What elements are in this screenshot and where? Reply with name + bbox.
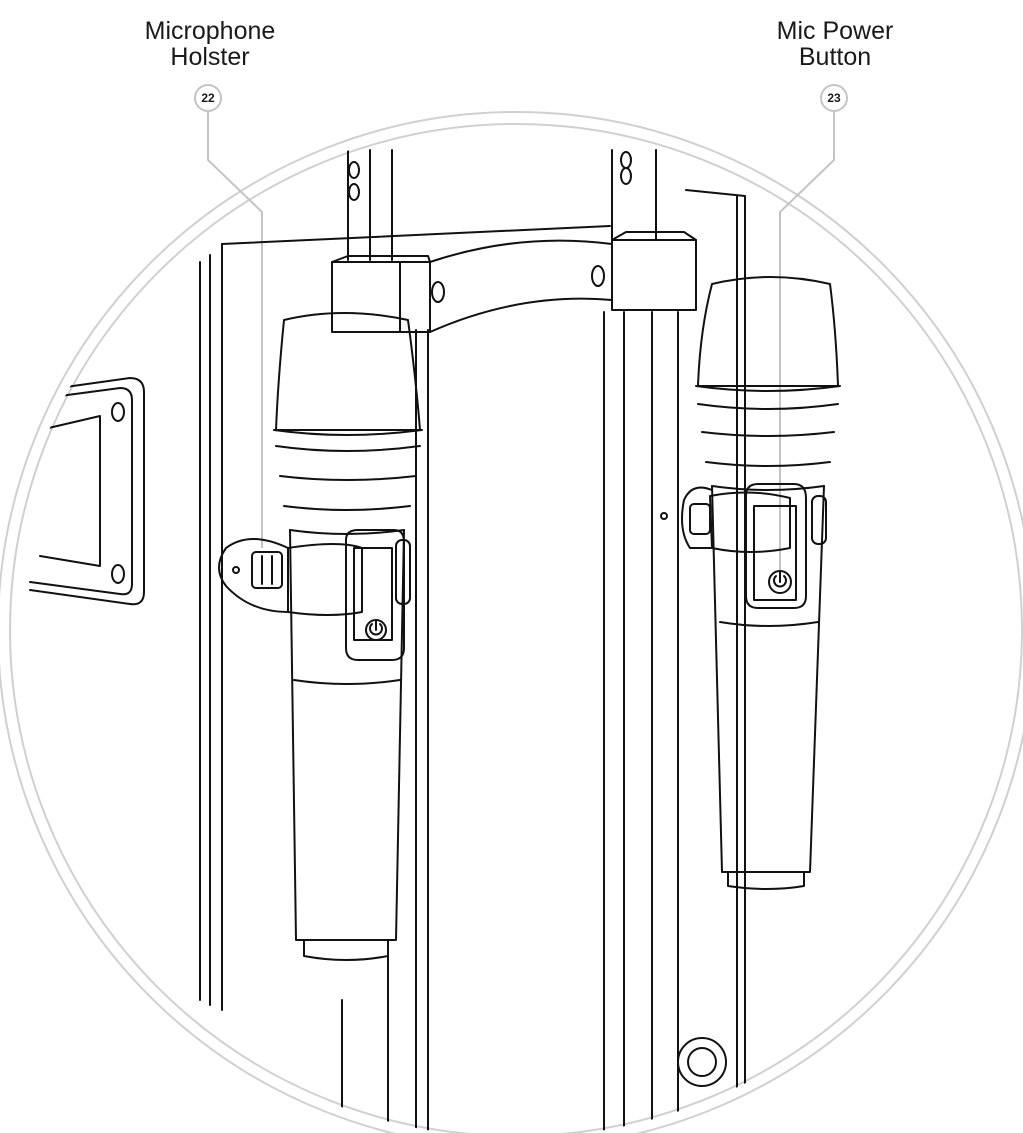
cabinet-panel <box>199 189 746 1133</box>
callout-label-line2: Button <box>798 43 872 71</box>
callout-label-line2: Holster <box>170 43 250 71</box>
callout-badge-23: 23 <box>820 84 848 112</box>
callout-badge-22: 22 <box>194 84 222 112</box>
base-wheel <box>677 1037 727 1087</box>
left-pole <box>341 149 429 1133</box>
left-microphone <box>218 312 423 961</box>
right-pole <box>603 149 679 1133</box>
screw <box>660 512 668 520</box>
leader-line-22 <box>207 112 263 548</box>
power-icon <box>773 571 787 588</box>
callout-label-mic-power-button: Mic Power Button <box>735 18 935 70</box>
callout-label-line1: Microphone <box>144 17 276 45</box>
power-icon <box>369 619 383 636</box>
callout-label-line1: Mic Power <box>776 17 894 45</box>
right-microphone <box>681 276 841 890</box>
callout-label-microphone-holster: Microphone Holster <box>110 18 310 70</box>
clamp-collars <box>331 231 697 333</box>
magnifier-ring <box>0 111 1023 1133</box>
side-bracket <box>29 377 145 606</box>
crossbar <box>429 239 613 333</box>
leader-line-23 <box>779 112 835 576</box>
leader-lines <box>207 112 835 576</box>
